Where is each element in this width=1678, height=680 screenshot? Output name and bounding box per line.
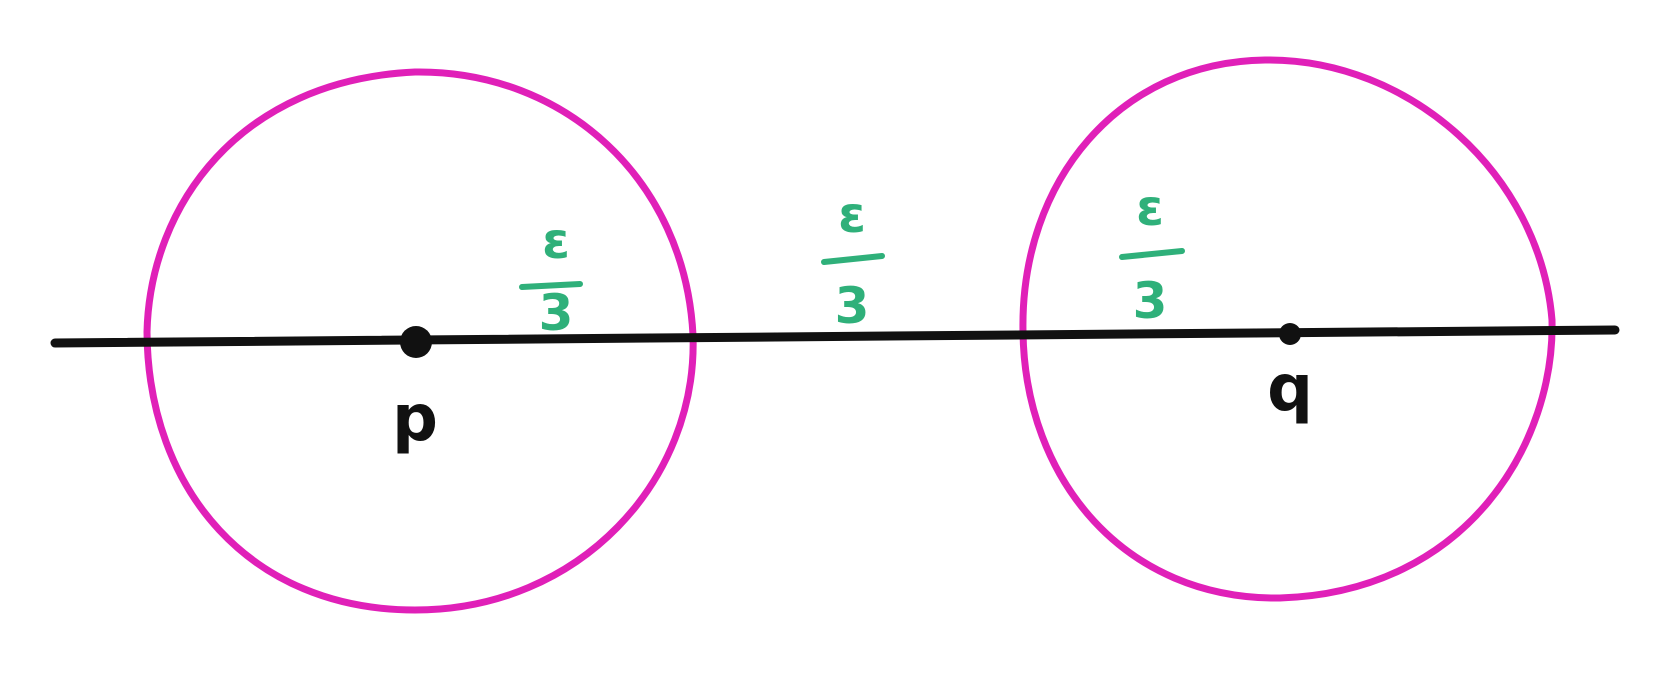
fraction-bar [519, 281, 583, 290]
fraction-bar [821, 253, 885, 265]
distance-label-inside-q-ball: ε 3 [1119, 179, 1185, 330]
line-through-p-and-q [50, 325, 1620, 348]
fraction-denominator: 3 [1133, 272, 1168, 330]
distance-label-between-balls: ε 3 [821, 186, 885, 335]
ball-around-q [1019, 56, 1556, 602]
point-p [400, 326, 432, 358]
label-p: p [392, 382, 438, 456]
fraction-denominator: 3 [539, 284, 574, 342]
label-q: q [1267, 352, 1313, 426]
fraction-numerator: ε [542, 212, 570, 270]
fraction-denominator: 3 [835, 277, 870, 335]
fraction-bar [1119, 248, 1185, 260]
distance-label-inside-p-ball: ε 3 [519, 212, 583, 342]
point-q [1279, 323, 1301, 345]
fraction-numerator: ε [838, 186, 866, 244]
fraction-numerator: ε [1136, 179, 1164, 237]
